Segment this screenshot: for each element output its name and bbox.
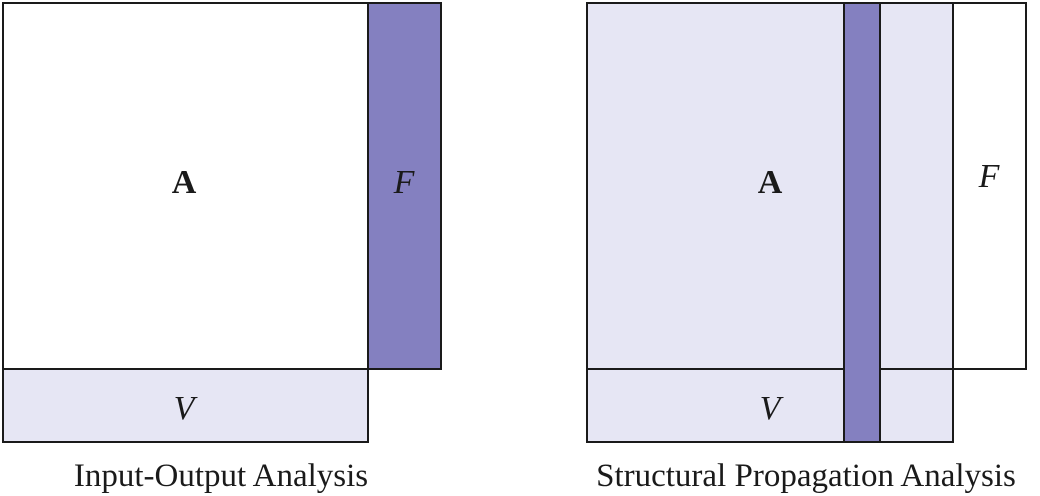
right-caption: Structural Propagation Analysis (596, 458, 1016, 494)
input-output-diagram: A F V Input-Output Analysis (2, 2, 442, 494)
left-matrix-a-block (2, 2, 369, 370)
structural-propagation-diagram: A F V Structural Propagation Analysis (586, 2, 1027, 494)
right-extended-column-block (879, 2, 954, 443)
right-matrix-a-label: A (758, 164, 783, 201)
right-final-demand-block (952, 2, 1027, 370)
right-final-demand-label: F (978, 158, 1001, 195)
left-final-demand-label: F (393, 164, 416, 201)
left-caption: Input-Output Analysis (74, 458, 368, 494)
right-value-added-block (586, 368, 845, 443)
right-matrix-a-block (586, 2, 845, 370)
left-value-added-block (2, 368, 369, 443)
left-final-demand-block (367, 2, 442, 370)
left-matrix-a-label: A (172, 164, 197, 201)
right-propagation-column-block (843, 2, 881, 443)
